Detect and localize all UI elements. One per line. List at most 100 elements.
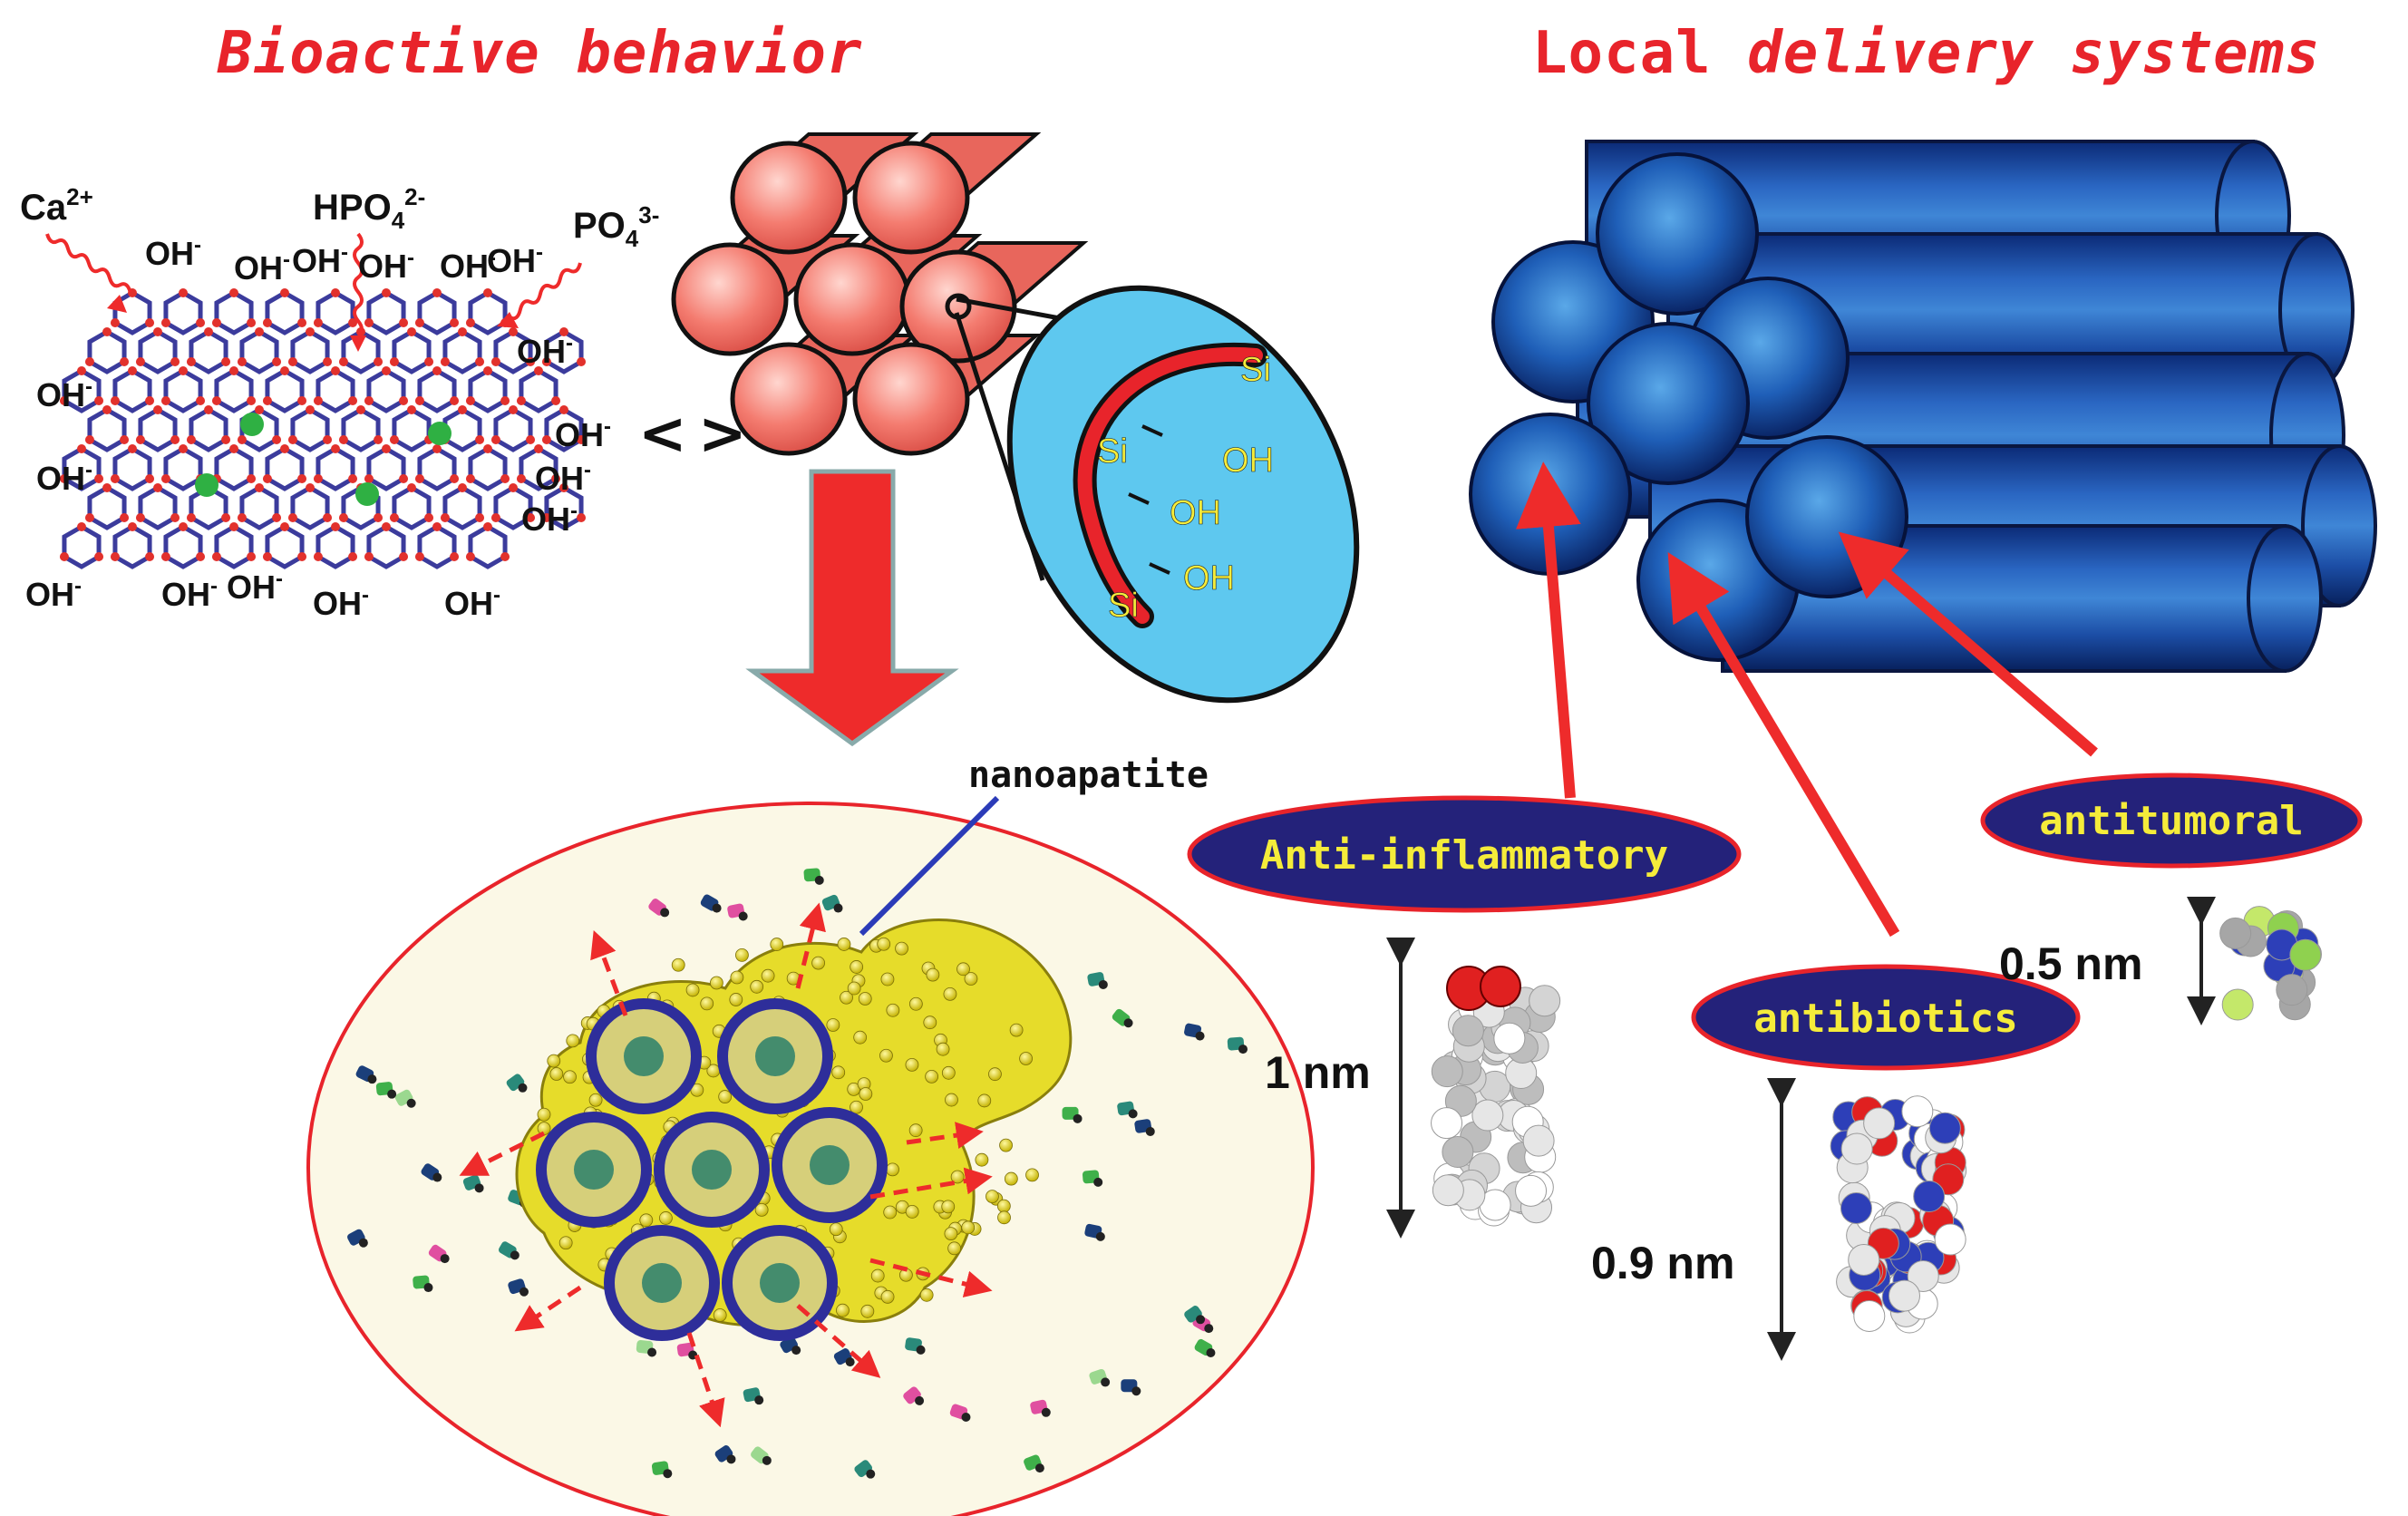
hydrogen-phosphate-arrowhead [350, 335, 366, 352]
cylinder-end [899, 249, 1017, 364]
mesoporous-cylinder-bundle [671, 132, 1089, 456]
oxygen-atom [526, 357, 536, 366]
molecule-atom [1041, 1407, 1051, 1417]
oxygen-atom [577, 357, 587, 366]
oxygen-atom [313, 552, 323, 561]
atom-sphere [1431, 1055, 1463, 1088]
oxygen-atom [110, 318, 120, 327]
oxygen-atom [59, 396, 69, 405]
oxygen-atom [313, 474, 323, 483]
molecule-atom [738, 911, 748, 921]
silanol-oh-label: OH [1170, 494, 1221, 532]
oxygen-atom [389, 513, 399, 522]
oxygen-atom [211, 318, 221, 327]
lattice-hexagon [138, 407, 178, 452]
nanoapatite-particle [997, 1210, 1011, 1225]
oxygen-atom [500, 552, 510, 561]
molecule-atom [647, 1347, 657, 1357]
oxygen-atom [196, 318, 206, 327]
atom-sphere [2219, 917, 2252, 949]
oxygen-atom [255, 483, 264, 492]
nanoapatite-particle [883, 1205, 898, 1220]
oxygen-atom [160, 318, 170, 327]
oxygen-atom [262, 474, 272, 483]
silicon-label: Si [1097, 432, 1128, 471]
oxygen-atom [440, 357, 450, 366]
nanoapatite-particle [1004, 1171, 1018, 1186]
oxygen-atom [382, 366, 391, 375]
oxygen-atom [323, 513, 333, 522]
oxygen-atom [399, 318, 409, 327]
bioactive-behavior-title: Bioactive behavior [218, 20, 863, 87]
lattice-hexagon [62, 368, 102, 413]
oxygen-atom [534, 444, 543, 453]
oxygen-atom [382, 444, 391, 453]
nanoapatite-particle [941, 1200, 956, 1214]
nanoapatite-particle [566, 1034, 580, 1048]
nanoapatite-particle [870, 1268, 885, 1283]
oxygen-atom [110, 552, 120, 561]
molecule-atom [1145, 1126, 1155, 1136]
oxygen-atom [102, 327, 112, 336]
nanoapatite-particle [908, 996, 923, 1011]
nanoapatite-particle [945, 1093, 958, 1107]
lattice-hexagon [163, 368, 203, 413]
hydroxyl-label: OH- [358, 246, 414, 285]
nanoapatite-particle [944, 1227, 958, 1241]
nanoapatite-particle [563, 1070, 577, 1084]
oxygen-atom [160, 396, 170, 405]
oxygen-atom [170, 513, 180, 522]
oxygen-atom [414, 318, 424, 327]
nanoapatite-particle [947, 1241, 962, 1256]
nanoapatite-particle [975, 1152, 989, 1167]
oxygen-atom [432, 444, 442, 453]
oxygen-atom [399, 552, 409, 561]
oxygen-atom [450, 396, 460, 405]
nanoapatite-particle [588, 1093, 603, 1107]
silanol-bond [1141, 424, 1163, 437]
oxygen-atom [407, 405, 416, 414]
channel-tube-end [2301, 444, 2377, 607]
phosphate-arrowhead [497, 312, 519, 328]
oxygen-atom [237, 513, 247, 522]
nanoapatite-particle [919, 1288, 934, 1302]
atom-sphere [1853, 1300, 1886, 1333]
molecule-atom [406, 1098, 416, 1108]
oxygen-atom [186, 435, 196, 444]
atom-sphere [1431, 1107, 1463, 1140]
molecule-atom [1196, 1315, 1206, 1325]
oxygen-atom [424, 357, 434, 366]
nanoapatite-particle [837, 938, 851, 951]
calcium-ion [355, 482, 379, 506]
atom-sphere [2221, 988, 2254, 1021]
oxygen-atom [153, 483, 162, 492]
oxygen-atom [262, 552, 272, 561]
oxygen-atom [84, 435, 94, 444]
cylinder-end [671, 242, 789, 356]
hydroxyl-label: OH- [234, 248, 290, 287]
oxygen-atom [160, 552, 170, 561]
oxygen-atom [128, 366, 137, 375]
lattice-hexagon [265, 524, 305, 569]
hydroxyapatite-lattice [59, 288, 587, 569]
lattice-hexagon [265, 290, 305, 335]
oxygen-atom [110, 474, 120, 483]
hydroxyl-label: OH- [535, 458, 591, 497]
oxygen-atom [229, 522, 238, 531]
silanol-bond [1128, 492, 1150, 505]
oxygen-atom [338, 513, 348, 522]
oxygen-atom [490, 357, 500, 366]
lattice-hexagon [265, 368, 305, 413]
lattice-hexagon [442, 485, 482, 530]
pore-channel-arc-inner [1077, 346, 1263, 624]
oxygen-atom [272, 513, 282, 522]
nanoapatite-particle [943, 986, 957, 1001]
oxygen-atom [94, 474, 104, 483]
lattice-hexagon [366, 368, 406, 413]
lattice-hexagon [62, 524, 102, 569]
release-arrow [906, 1122, 984, 1149]
lattice-hexagon [62, 446, 102, 491]
nanoapatite-particle [1025, 1168, 1039, 1182]
oxygen-atom [483, 288, 492, 297]
atom-sphere [1934, 1223, 1966, 1256]
